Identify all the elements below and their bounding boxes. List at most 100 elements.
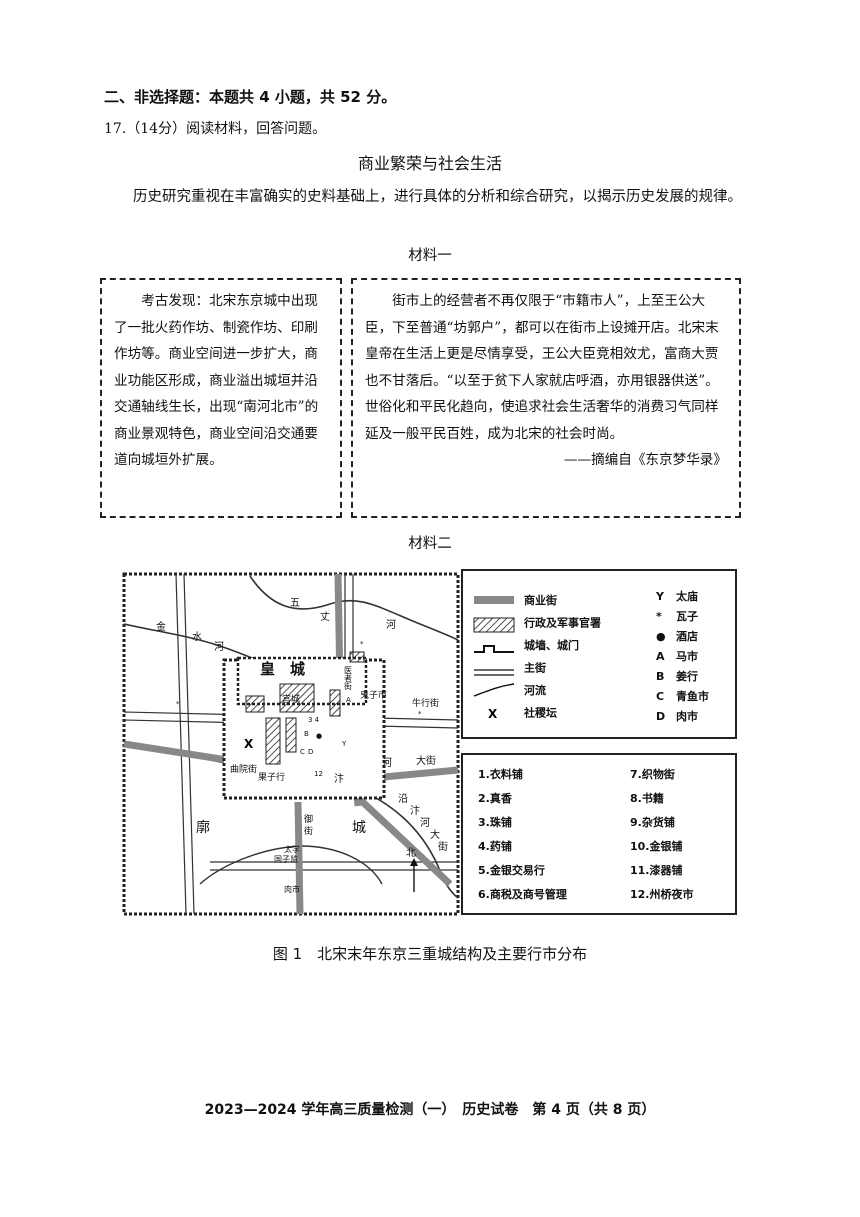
svg-text:*: * — [360, 640, 364, 648]
map-label-he3: 河 — [382, 757, 392, 769]
svg-text:*: * — [176, 700, 180, 708]
legend-right-label: 青鱼市 — [676, 689, 709, 703]
material-title: 商业繁荣与社会生活 — [357, 154, 502, 173]
legend-right-symbol: D — [656, 710, 665, 723]
legend-left-label: 河流 — [524, 683, 546, 697]
map-label-quyuan: 曲院街 — [230, 763, 257, 775]
map-label-yu: 御 — [304, 813, 313, 825]
map-svg: 五 丈 河 金 水 河 皇 城 宫城 鬼子市 牛行街 曲院街 果子行 汴 河 大… — [122, 569, 737, 916]
svg-text:A: A — [346, 696, 351, 704]
palace-office — [279, 683, 315, 713]
map-label-zhang: 丈 — [320, 611, 330, 623]
map-label-bian: 汴 — [334, 772, 344, 785]
map-label-guozijian: 国子监 — [274, 854, 298, 864]
legend-right-label: 马市 — [676, 649, 698, 663]
legend-office-icon — [473, 617, 515, 633]
svg-text:*: * — [418, 710, 422, 718]
map-label-yuzhe: 医者街 — [344, 666, 353, 691]
legend-right-symbol: A — [656, 650, 665, 663]
shop-right-item: 7.织物街 — [630, 767, 675, 781]
map-label-da2: 大 — [430, 828, 440, 841]
legend-right-symbol: * — [656, 610, 662, 623]
page-footer: 2023—2024 学年高三质量检测（一） 历史试卷 第 4 页（共 8 页） — [204, 1102, 656, 1118]
legend-left-label: 商业街 — [524, 593, 557, 607]
legend-right-symbol: Y — [655, 590, 665, 603]
shop-left-item: 6.商税及商号管理 — [478, 887, 567, 901]
svg-text:*: * — [260, 796, 264, 804]
map-label-shui: 水 — [192, 631, 202, 643]
shop-right-item: 8.书籍 — [630, 791, 664, 805]
material1-right-text: 街市上的经营者不再仅限于“市籍市人”，上至王公大臣，下至普通“坊郭户”，都可以在… — [365, 293, 719, 442]
map-label-jin: 金 — [156, 620, 166, 633]
legend-right-label: 姜行 — [676, 669, 698, 683]
map-label-he1: 河 — [386, 619, 396, 631]
legend-right-symbol: C — [656, 690, 664, 703]
map-label-cheng2: 城 — [352, 820, 366, 836]
map-figure: 五 丈 河 金 水 河 皇 城 宫城 鬼子市 牛行街 曲院街 果子行 汴 河 大… — [120, 566, 740, 925]
material1-source: ——摘编自《东京梦华录》 — [563, 452, 727, 468]
legend-left-label: 行政及军事官署 — [523, 616, 601, 630]
legend-right-symbol: ● — [656, 630, 666, 643]
shop-list-box — [461, 753, 737, 915]
svg-text:Y: Y — [341, 740, 347, 748]
office-1 — [245, 695, 265, 713]
office-3 — [285, 717, 297, 753]
figure-caption: 图 1 北宋末年东京三重城结构及主要行市分布 — [272, 945, 588, 963]
legend-main-street-icon — [474, 669, 514, 676]
map-label-north: 北 — [406, 847, 416, 859]
legend-left-label: 主街 — [524, 661, 546, 675]
legend-left-label: 城墙、城门 — [524, 638, 579, 652]
legend-altar-icon: X — [488, 707, 498, 721]
map-label-roushi: 肉市 — [284, 884, 300, 894]
map-label-wu: 五 — [290, 598, 300, 609]
wuzhang-river — [249, 575, 459, 641]
shop-left-item: 3.珠铺 — [478, 815, 512, 829]
bian-river-east — [351, 785, 459, 899]
map-label-niuxing: 牛行街 — [412, 697, 439, 709]
material1-label: 材料一 — [408, 248, 452, 264]
section-heading: 二、非选择题：本题共 4 小题，共 52 分。 — [104, 88, 397, 106]
legend-right-label: 肉市 — [676, 709, 698, 723]
legend-left-label: 社稷坛 — [523, 706, 557, 720]
shop-left-item: 2.真香 — [478, 791, 513, 805]
map-label-yan: 沿 — [398, 793, 408, 805]
map-label-dajie: 大街 — [416, 754, 436, 767]
material2-label: 材料二 — [408, 536, 452, 552]
shop-left-item: 4.药铺 — [478, 839, 512, 853]
question-heading: 17.（14分）阅读材料，回答问题。 — [104, 121, 327, 137]
map-label-he2: 河 — [214, 641, 224, 653]
map-label-jie3: 街 — [304, 825, 313, 837]
material1-left-box: 考古发现：北宋东京城中出现了一批火药作坊、制瓷作坊、印刷作坊等。商业空间进一步扩… — [100, 278, 342, 518]
legend-wall-icon — [474, 645, 514, 653]
sheji-altar-icon: X — [244, 737, 254, 751]
material1-right-box: 街市上的经营者不再仅限于“市籍市人”，上至王公大臣，下至普通“坊郭户”，都可以在… — [351, 278, 741, 518]
legend-right-symbol: B — [656, 670, 664, 683]
svg-text:C: C — [300, 748, 305, 756]
map-label-guizhe: 鬼子市 — [360, 689, 387, 701]
shop-left-item: 5.金银交易行 — [478, 863, 545, 877]
map-label-bian2: 汴 — [410, 804, 420, 817]
map-label-guozi: 果子行 — [258, 771, 285, 783]
legend-right-label: 太庙 — [675, 589, 698, 603]
svg-text:●: ● — [316, 732, 322, 740]
shop-right-item: 9.杂货铺 — [630, 815, 675, 829]
material1-left-text: 考古发现：北宋东京城中出现了一批火药作坊、制瓷作坊、印刷作坊等。商业空间进一步扩… — [114, 293, 319, 468]
map-label-cheng: 城 — [290, 660, 305, 678]
map-label-gongcheng: 宫城 — [282, 693, 300, 705]
legend-right-label: 瓦子 — [676, 610, 698, 623]
map-label-kuo: 廓 — [196, 819, 210, 836]
map-label-huang: 皇 — [260, 660, 275, 678]
shop-right-item: 12.州桥夜市 — [630, 887, 694, 901]
svg-text:3 4: 3 4 — [308, 716, 320, 724]
map-label-taixue: 太学 — [284, 844, 300, 854]
legend-commercial-icon — [474, 596, 514, 604]
office-4 — [329, 689, 341, 717]
office-2 — [265, 717, 281, 765]
shop-right-item: 11.漆器铺 — [630, 863, 683, 877]
shop-left-item: 1.衣料铺 — [478, 767, 523, 781]
map-label-he4: 河 — [420, 817, 430, 829]
svg-text:B: B — [304, 730, 309, 738]
svg-text:D: D — [308, 748, 313, 756]
office-5 — [349, 651, 365, 663]
